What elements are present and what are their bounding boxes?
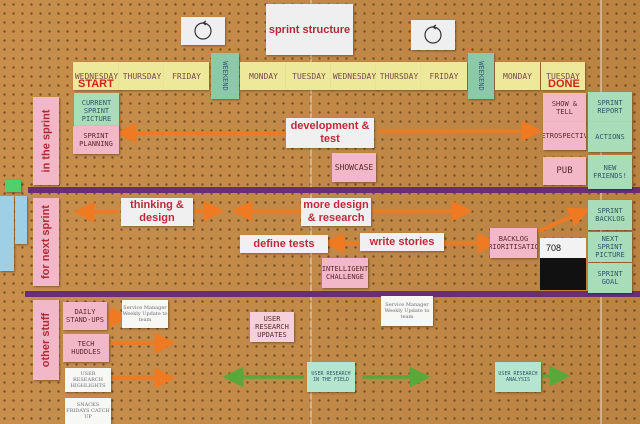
- sprint-backlog-card: SPRINT BACKLOG: [588, 200, 632, 230]
- start-label: START: [78, 78, 114, 90]
- user-research-updates-card: USER RESEARCH UPDATES: [250, 312, 294, 342]
- cycle-icon: [181, 17, 225, 45]
- day-card: THURSDAY: [119, 62, 165, 90]
- row-label-in-sprint: in the sprint: [33, 97, 59, 185]
- backlog-prioritisation-card: BACKLOG PRIORITISATION: [490, 228, 537, 258]
- daily-standups-card: DAILY STAND-UPS: [63, 302, 107, 330]
- user-research-field-card: USER RESEARCH IN THE FIELD: [307, 362, 355, 392]
- day-card: FRIDAY: [164, 62, 209, 90]
- day-card: WEDNESDAY: [331, 62, 378, 90]
- sprint-report-card: SPRINT REPORT: [588, 92, 632, 122]
- day-card: THURSDAY: [376, 62, 422, 90]
- next-sprint-picture-card: NEXT SPRINT PICTURE: [588, 232, 632, 262]
- showcase-card: SHOWCASE: [332, 153, 376, 182]
- intelligent-challenge-card: INTELLIGENT CHALLENGE: [322, 258, 368, 288]
- board-title: sprint structure: [266, 4, 353, 55]
- define-tests-label: define tests: [240, 235, 328, 253]
- row-divider-tape: [25, 291, 640, 297]
- side-note: [5, 180, 21, 192]
- service-manager-note: Service Manager Weekly Update to team: [122, 300, 168, 328]
- side-note: [0, 196, 14, 271]
- day-card: WEDNESDAY: [73, 62, 120, 90]
- day-card: FRIDAY: [421, 62, 467, 90]
- day-card: MONDAY: [495, 62, 540, 90]
- arrow: [535, 207, 590, 234]
- tech-huddles-card: TECH HUDDLES: [63, 334, 109, 362]
- pub-card: PUB: [543, 157, 586, 185]
- sprint-goal-card: SPRINT GOAL: [588, 263, 632, 293]
- row-label-next-sprint: for next sprint: [33, 198, 59, 286]
- actions-card: ACTIONS: [588, 122, 632, 152]
- day-card: TUESDAY: [286, 62, 332, 90]
- development-test-label: development & test: [286, 118, 374, 148]
- side-note: [15, 196, 27, 244]
- user-research-highlights-note: USER RESEARCH HIGHLIGHTS: [65, 368, 111, 392]
- weekend-card: WEEKEND: [468, 53, 494, 99]
- weekend-card: WEEKEND: [211, 53, 239, 99]
- write-stories-label: write stories: [360, 233, 444, 251]
- row-divider-tape: [28, 187, 640, 193]
- snacks-note: SNACKS FRIDAYS CATCH UP: [65, 398, 111, 424]
- service-manager-note: Service Manager Weekly Update to team: [381, 296, 433, 326]
- user-research-analysis-card: USER RESEARCH ANALYSIS: [495, 362, 541, 392]
- show-tell-card: SHOW & TELL: [543, 93, 586, 123]
- cycle-icon: [411, 20, 455, 50]
- done-label: DONE: [548, 78, 580, 90]
- monitor-label: 708: [540, 238, 586, 258]
- more-design-research-label: more design & research: [301, 198, 371, 226]
- day-card: MONDAY: [240, 62, 287, 90]
- row-label-other: other stuff: [33, 300, 59, 380]
- sprint-planning-card: SPRINT PLANNING: [73, 126, 119, 154]
- retrospective-card: RETROSPECTIVE: [543, 122, 586, 150]
- day-card: TUESDAY: [541, 62, 585, 90]
- new-friends-card: NEW FRIENDS!: [588, 155, 632, 189]
- current-sprint-picture-card: CURRENT SPRINT PICTURE: [74, 93, 119, 128]
- monitor: 708: [540, 238, 586, 290]
- thinking-design-label: thinking & design: [121, 198, 193, 226]
